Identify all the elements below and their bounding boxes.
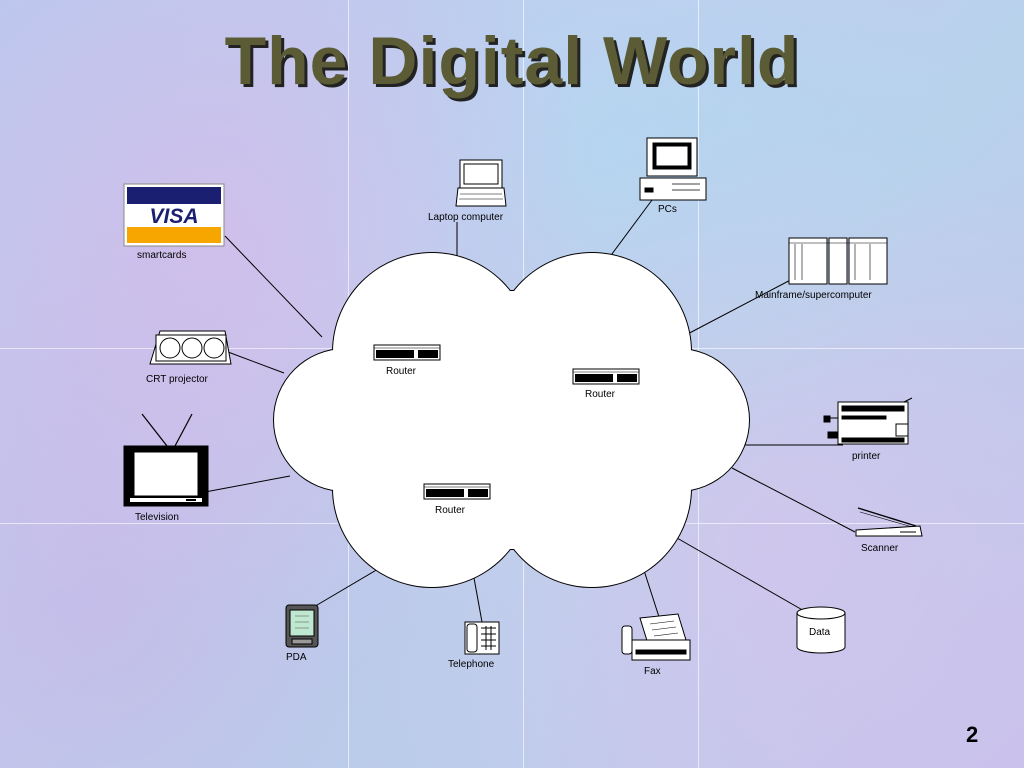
mainframe-label: Mainframe/supercomputer: [755, 290, 872, 301]
link-mainframe: [679, 274, 801, 339]
telephone-icon: [464, 621, 500, 655]
scanner-label: Scanner: [861, 543, 899, 554]
mainframe-icon: [788, 237, 888, 285]
pda-label: PDA: [286, 652, 307, 663]
router-1-label: Router: [386, 366, 417, 377]
link-telephone: [473, 577, 483, 623]
printer-label: printer: [852, 451, 881, 462]
fax-label: Fax: [644, 666, 661, 677]
pcs-label: PCs: [658, 204, 677, 215]
link-data: [662, 529, 807, 613]
link-crt-projector: [227, 351, 285, 374]
laptop-label: Laptop computer: [428, 212, 504, 223]
link-smartcards: [224, 235, 323, 338]
page-number: 2: [966, 722, 979, 747]
crt-projector-label: CRT projector: [146, 374, 209, 385]
network-cloud: [273, 252, 750, 588]
data-cylinder-icon: [796, 606, 846, 654]
laptop-icon: [455, 159, 507, 207]
fax-icon: [621, 613, 691, 661]
pda-icon: [285, 604, 319, 648]
smartcards-label: smartcards: [137, 250, 186, 261]
scanner-icon: [855, 507, 923, 537]
router-2-label: Router: [585, 389, 616, 400]
television-icon: [123, 413, 209, 507]
visa-logo-text: VISA: [149, 205, 198, 228]
printer-icon: [823, 397, 913, 445]
pc-icon: [639, 137, 707, 201]
link-television: [204, 475, 291, 493]
router-1: [373, 344, 441, 361]
slide-title: The Digital World: [224, 23, 800, 99]
router-3-label: Router: [435, 505, 466, 516]
telephone-label: Telephone: [448, 659, 495, 670]
router-2: [572, 368, 640, 385]
data-label: Data: [809, 627, 831, 638]
visa-card-icon: VISA: [123, 183, 225, 247]
connection-lines: [204, 199, 856, 623]
crt-projector-icon: [149, 330, 232, 365]
router-3: [423, 483, 491, 500]
television-label: Television: [135, 512, 179, 523]
link-scanner: [731, 467, 856, 533]
link-pcs: [605, 199, 653, 263]
